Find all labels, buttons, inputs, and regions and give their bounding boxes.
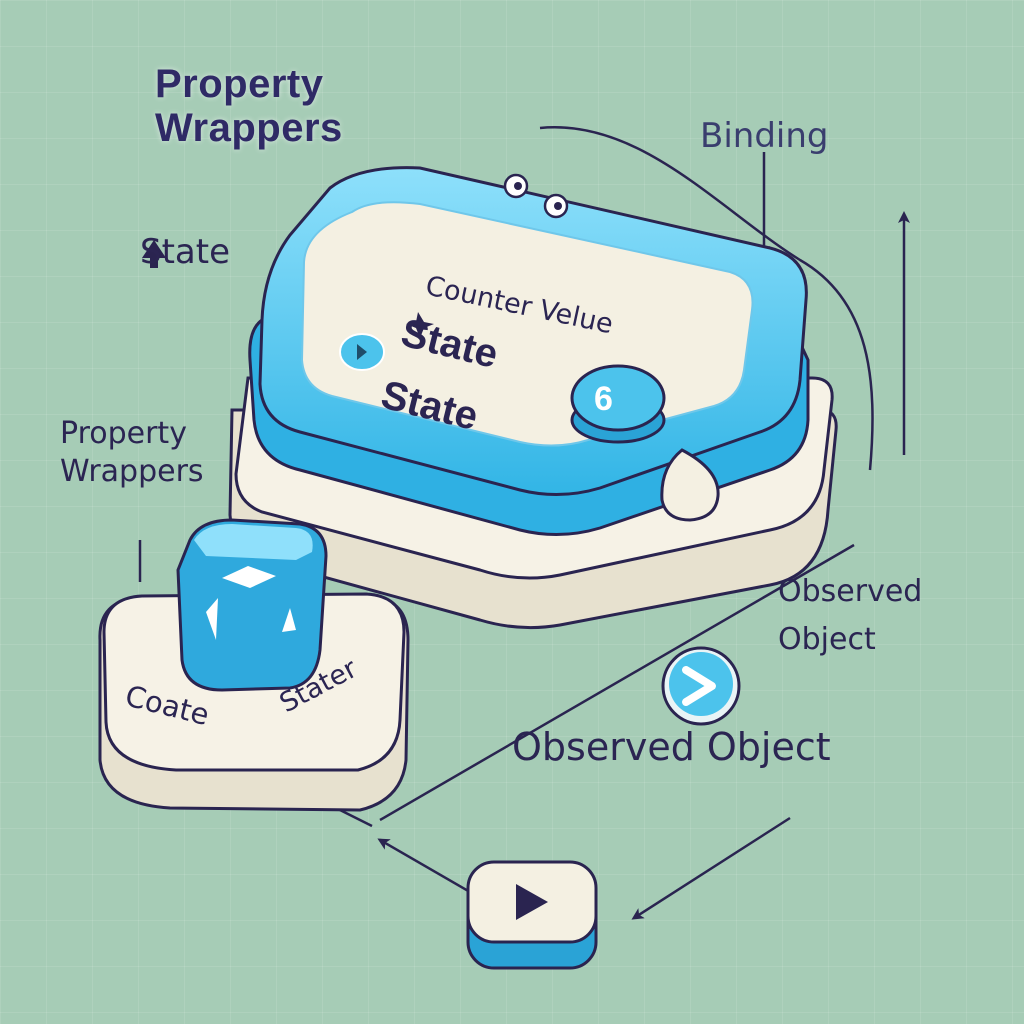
chevron-right-icon — [682, 666, 716, 706]
sparkle-icon — [406, 312, 434, 338]
state-label-top: State — [140, 232, 230, 272]
property-wrappers-line-1: Property — [60, 416, 187, 451]
title-line-1: Property — [155, 62, 324, 106]
from-right-arrow — [631, 816, 791, 920]
to-play-arrow-left — [377, 838, 471, 894]
play-icon — [516, 884, 548, 920]
chevron-button[interactable] — [661, 646, 741, 726]
title-line-2: Wrappers — [155, 106, 343, 150]
observed-object-label-right: Observed Object — [778, 568, 922, 664]
observed-object-label-main: Observed Object — [512, 725, 831, 769]
counter-value-digit: 6 — [594, 380, 613, 418]
observed-line-1: Observed — [778, 574, 923, 609]
up-arrow-icon — [142, 240, 166, 268]
counter-value-button[interactable] — [570, 364, 666, 444]
binding-label: Binding — [700, 116, 829, 156]
binding-curve — [539, 126, 874, 471]
observed-line-2: Object — [778, 622, 876, 657]
long-diagonal-line — [379, 543, 855, 822]
property-wrappers-label: Property Wrappers — [60, 415, 204, 491]
property-wrappers-line-2: Wrappers — [60, 454, 204, 489]
droplet-pin — [660, 448, 720, 522]
page-title: Property Wrappers — [155, 62, 343, 150]
play-button[interactable] — [466, 860, 598, 970]
cube-icon — [176, 518, 328, 692]
toggle-indicator — [339, 333, 385, 371]
